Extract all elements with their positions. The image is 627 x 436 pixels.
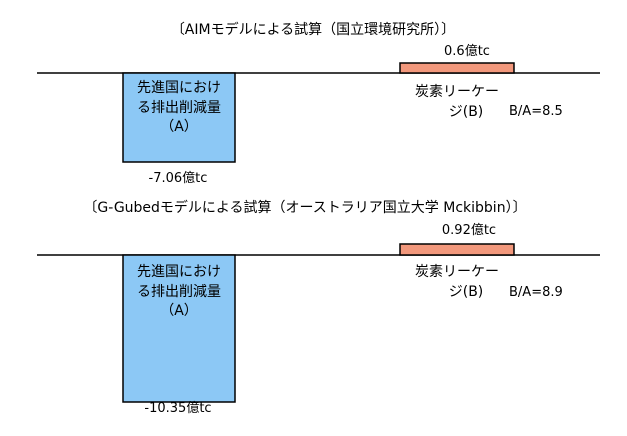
bar-label-line: る排出削減量 — [137, 99, 221, 116]
data-label-a: -7.06億tc — [149, 170, 208, 186]
bar-label-line: 先進国におけ — [137, 80, 221, 96]
panel-title: 〔G-Gubedモデルによる試算（オーストラリア国立大学 Mckibbin）〕 — [83, 199, 526, 216]
panel-title: 〔AIMモデルによる試算（国立環境研究所）〕 — [171, 21, 455, 38]
panel-g-gubed: 〔G-Gubedモデルによる試算（オーストラリア国立大学 Mckibbin）〕 … — [37, 199, 600, 416]
data-label-a: -10.35億tc — [144, 400, 211, 416]
bar-label-line: る排出削減量 — [137, 283, 221, 300]
ratio-label: B/A=8.9 — [509, 285, 563, 300]
bar-emission-reduction — [122, 72, 236, 163]
bar-emission-reduction — [122, 254, 236, 403]
data-label-b: 0.6億tc — [444, 43, 490, 59]
panel-aim: 〔AIMモデルによる試算（国立環境研究所）〕 先進国におけ る排出削減量 （A）… — [37, 21, 600, 186]
data-label-b: 0.92億tc — [442, 222, 496, 238]
ratio-label: B/A=8.5 — [509, 104, 563, 119]
bar-carbon-leakage — [399, 243, 515, 256]
leakage-label-line: ジ(B) — [449, 104, 484, 120]
bar-label-line: （A） — [160, 119, 198, 135]
bar-label-line: 先進国におけ — [137, 264, 221, 280]
leakage-label-line: 炭素リーケー — [415, 84, 499, 100]
leakage-label-line: 炭素リーケー — [415, 264, 499, 280]
leakage-label-line: ジ(B) — [449, 284, 484, 300]
bar-label-line: （A） — [160, 303, 198, 319]
bar-carbon-leakage — [399, 62, 515, 74]
